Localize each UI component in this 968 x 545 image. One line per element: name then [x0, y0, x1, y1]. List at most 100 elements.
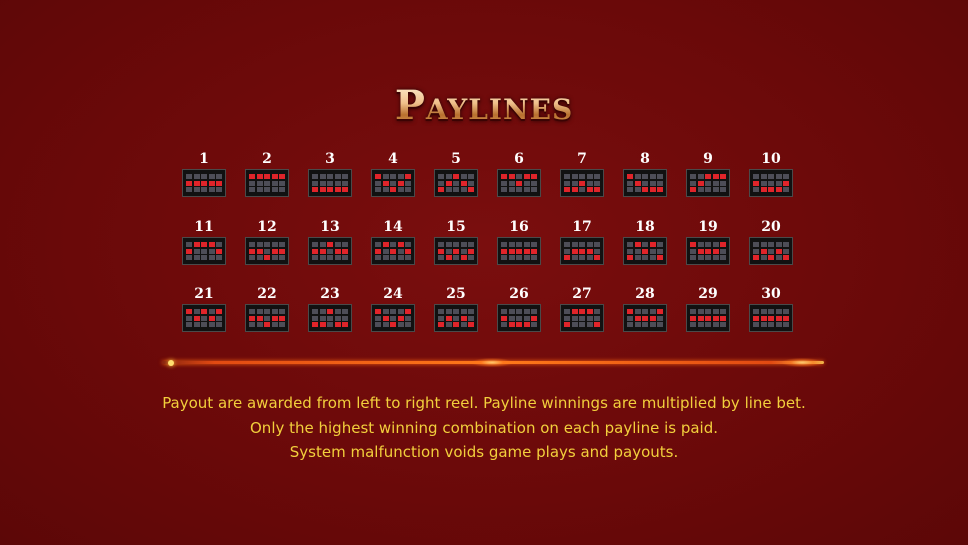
payline-cell-inactive	[649, 255, 656, 260]
payline-cell-active	[279, 248, 285, 254]
payline-cell-active	[501, 315, 507, 321]
payline-cell-inactive	[564, 248, 570, 254]
payline-cell-inactive	[264, 242, 270, 247]
payline-cell-inactive	[405, 187, 411, 192]
payline-cell-inactive	[334, 174, 341, 179]
payline-cell-active	[753, 180, 759, 186]
payline-cell-active	[186, 180, 192, 186]
payline-cell-active	[775, 315, 782, 321]
payline-cell-inactive	[775, 180, 782, 186]
payline-cell-inactive	[705, 322, 711, 327]
payline-cell-active	[657, 309, 663, 314]
payline-cell-inactive	[256, 322, 263, 327]
payline-cell-inactive	[312, 255, 318, 260]
payline-cell-inactive	[334, 180, 341, 186]
payline-cell-active	[508, 248, 515, 254]
payline-cell-inactive	[271, 180, 278, 186]
payline-cell-active	[579, 309, 585, 314]
payline-cell-active	[690, 187, 696, 192]
payline-cell-active	[586, 248, 593, 254]
payline-cell-active	[705, 174, 711, 179]
payline-cell-active	[375, 309, 381, 314]
payline-number: 22	[257, 286, 277, 302]
payline-cell-active	[516, 180, 522, 186]
payline-cell-active	[531, 174, 537, 179]
payline-cell-inactive	[342, 242, 348, 247]
payline-number: 20	[761, 219, 781, 235]
payline-cell-inactive	[186, 187, 192, 192]
payline-number: 25	[446, 286, 466, 302]
payline-cell-inactive	[783, 248, 789, 254]
payline-cell-active	[397, 315, 404, 321]
payline-cell-active	[634, 180, 641, 186]
payline-number: 21	[194, 286, 214, 302]
payline-card: 13	[306, 219, 354, 265]
payline-cell-inactive	[634, 248, 641, 254]
payline-cell-inactive	[186, 322, 192, 327]
payline-cell-inactive	[564, 174, 570, 179]
payline-cell-inactive	[712, 180, 719, 186]
payline-card: 24	[369, 286, 417, 332]
payline-cell-inactive	[579, 322, 585, 327]
payline-cell-inactive	[775, 242, 782, 247]
payline-cell-inactive	[186, 255, 192, 260]
payline-cell-inactive	[642, 180, 648, 186]
payline-pattern	[749, 169, 793, 197]
payline-cell-active	[193, 315, 200, 321]
payline-card: 8	[621, 151, 669, 197]
payline-number: 27	[572, 286, 592, 302]
payline-cell-inactive	[690, 180, 696, 186]
payline-card: 20	[747, 219, 795, 265]
payline-cell-inactive	[586, 242, 593, 247]
payline-card: 7	[558, 151, 606, 197]
payline-pattern	[623, 169, 667, 197]
payline-number: 19	[698, 219, 718, 235]
payline-cell-active	[768, 187, 774, 192]
payline-cell-active	[571, 248, 578, 254]
payline-cell-active	[208, 315, 215, 321]
payline-cell-inactive	[319, 242, 326, 247]
payline-cell-active	[783, 315, 789, 321]
payline-cell-inactive	[690, 322, 696, 327]
payline-cell-active	[705, 315, 711, 321]
payline-cell-active	[312, 322, 318, 327]
payline-cell-inactive	[397, 174, 404, 179]
payline-cell-active	[460, 180, 467, 186]
payline-cell-inactive	[468, 180, 474, 186]
payline-cell-active	[201, 242, 207, 247]
payline-number: 12	[257, 219, 277, 235]
payline-cell-active	[712, 248, 719, 254]
payline-cell-active	[468, 248, 474, 254]
payline-cell-inactive	[720, 187, 726, 192]
payline-cell-inactive	[319, 180, 326, 186]
payline-card: 4	[369, 151, 417, 197]
payline-cell-active	[753, 255, 759, 260]
payline-cell-inactive	[279, 255, 285, 260]
payline-pattern	[497, 237, 541, 265]
payline-cell-inactive	[705, 309, 711, 314]
payline-cell-inactive	[516, 242, 522, 247]
payline-cell-inactive	[564, 309, 570, 314]
payline-cell-inactive	[382, 322, 389, 327]
payline-cell-inactive	[649, 322, 656, 327]
payline-cell-active	[342, 187, 348, 192]
payline-cell-active	[256, 315, 263, 321]
payline-cell-inactive	[312, 174, 318, 179]
payline-pattern	[371, 304, 415, 332]
payline-card: 17	[558, 219, 606, 265]
payline-cell-inactive	[586, 180, 593, 186]
payline-cell-active	[397, 242, 404, 247]
payline-cell-active	[768, 315, 774, 321]
payline-cell-active	[564, 322, 570, 327]
payline-number: 23	[320, 286, 340, 302]
payline-cell-inactive	[775, 174, 782, 179]
payline-cell-inactive	[312, 242, 318, 247]
payline-cell-inactive	[775, 309, 782, 314]
payline-pattern	[686, 169, 730, 197]
payline-cell-active	[627, 255, 633, 260]
payline-cell-inactive	[390, 242, 396, 247]
payline-cell-inactive	[438, 255, 444, 260]
payline-card: 27	[558, 286, 606, 332]
payline-cell-inactive	[705, 180, 711, 186]
payline-cell-inactive	[319, 255, 326, 260]
